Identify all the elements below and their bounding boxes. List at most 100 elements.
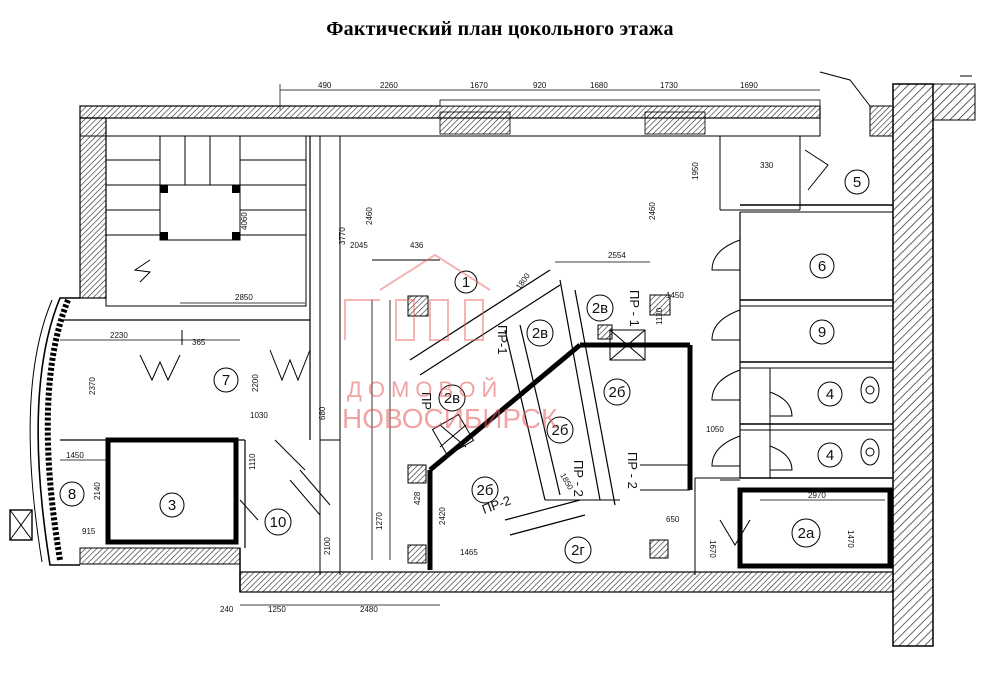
svg-text:6: 6: [818, 258, 826, 275]
dim-inner: 1270: [375, 512, 384, 530]
room-7-label: 7: [213, 367, 239, 393]
room-3-label: 3: [159, 492, 185, 518]
page-title: Фактический план цокольного этажа: [326, 18, 674, 40]
svg-text:10: 10: [270, 514, 287, 531]
svg-text:2б: 2б: [609, 384, 626, 401]
svg-text:7: 7: [222, 372, 230, 389]
room-walls-left: [9, 136, 341, 575]
dim-inner: 365: [192, 338, 206, 347]
room-8-label: 8: [59, 481, 85, 507]
room-2g-label: 2г: [564, 536, 592, 564]
dim-inner: 436: [410, 241, 424, 250]
svg-text:4: 4: [826, 447, 834, 464]
svg-text:3: 3: [168, 497, 176, 514]
dim-inner: 1470: [846, 530, 855, 548]
watermark-house-icon: [344, 253, 491, 341]
partition-label: ПР - 1: [627, 290, 642, 327]
room-walls-center: [371, 136, 801, 570]
partition-label: ПР: [419, 392, 434, 410]
dim-top-1: 490: [318, 81, 332, 90]
dimension-lines: [60, 84, 885, 606]
outer-wall-right: [892, 75, 976, 647]
dim-inner: 2230: [110, 331, 128, 340]
dim-bottom-1: 240: [220, 605, 234, 614]
dim-inner: 680: [318, 406, 327, 420]
outer-wall-left: [29, 117, 107, 566]
dim-inner: 2200: [251, 374, 260, 392]
dim-top-7: 1690: [740, 81, 758, 90]
room-4-label: 4: [817, 442, 843, 468]
room-6-label: 6: [809, 253, 835, 279]
dim-inner: 3770: [338, 227, 347, 245]
dim-inner: 1120: [655, 307, 664, 325]
outer-wall-bottom: [79, 547, 894, 593]
room-9-label: 9: [809, 319, 835, 345]
svg-text:2б: 2б: [477, 482, 494, 499]
dim-inner: 915: [82, 527, 96, 536]
dim-inner: 2460: [648, 202, 657, 220]
svg-text:9: 9: [818, 324, 826, 341]
dim-inner: 2970: [808, 491, 826, 500]
watermark: ДОМОВОЙ НОВОСИБИРСК: [342, 253, 558, 434]
dim-inner: 1450: [66, 451, 84, 460]
dim-inner: 2460: [365, 207, 374, 225]
room-2v-label: 2в: [586, 294, 614, 322]
partition-labels: ПР - 1 ПР-1 ПР ПР - 2 ПР - 2 ПР-2: [419, 290, 642, 517]
partition-label: ПР - 2: [571, 460, 586, 497]
dim-inner: 1030: [250, 411, 268, 420]
dim-inner: 1050: [706, 425, 724, 434]
svg-text:8: 8: [68, 486, 76, 503]
dim-inner: 2045: [350, 241, 368, 250]
room-5-label: 5: [844, 169, 870, 195]
dim-bottom-3: 2480: [360, 605, 378, 614]
dim-inner: 428: [413, 491, 422, 505]
svg-text:4: 4: [826, 386, 834, 403]
dim-inner: 2850: [235, 293, 253, 302]
watermark-line2: НОВОСИБИРСК: [342, 403, 558, 434]
svg-text:5: 5: [853, 174, 861, 191]
dim-inner: 1110: [248, 453, 257, 470]
dim-top-5: 1680: [590, 81, 608, 90]
room-10-label: 10: [264, 508, 292, 536]
room-2v-label: 2в: [438, 384, 466, 412]
svg-text:2в: 2в: [532, 325, 548, 342]
svg-text:1: 1: [462, 274, 470, 291]
svg-text:2в: 2в: [592, 300, 608, 317]
room-labels: 1 2а 2б 2б 2б 2в 2в 2в 2г 3 4 4 5 6 7 8 …: [59, 169, 870, 564]
dim-top-3: 1670: [470, 81, 488, 90]
svg-text:2а: 2а: [798, 525, 815, 542]
room-1-label: 1: [454, 270, 478, 294]
watermark-line1: ДОМОВОЙ: [347, 377, 503, 402]
partition-label: ПР - 2: [625, 452, 640, 489]
top-dimension-labels: 490 2260 1670 920 1680 1730 1690: [318, 81, 758, 90]
room-walls-right: [694, 71, 893, 575]
dim-top-2: 2260: [380, 81, 398, 90]
inner-dimension-labels: 2850 2230 365 2370 2200 1030 1450 2140 9…: [66, 161, 855, 558]
dim-inner: 2554: [608, 251, 626, 260]
room-2v-label: 2в: [526, 319, 554, 347]
dim-inner: 330: [760, 161, 774, 170]
outer-wall-top: [79, 99, 894, 137]
staircase: [105, 135, 307, 307]
dim-inner: 2140: [93, 482, 102, 500]
svg-text:2б: 2б: [552, 422, 569, 439]
dim-inner: 1670: [708, 540, 717, 558]
partition-label: ПР-1: [495, 325, 510, 355]
room-2b-label: 2б: [603, 378, 631, 406]
dim-bottom-2: 1250: [268, 605, 286, 614]
dim-inner: 1950: [691, 162, 700, 180]
bottom-dimension-labels: 240 1250 2480: [220, 605, 378, 614]
svg-text:2г: 2г: [571, 542, 585, 559]
dim-top-4: 920: [533, 81, 547, 90]
dim-inner: 2100: [323, 537, 332, 555]
room-2a-label: 2а: [791, 518, 821, 548]
dim-top-6: 1730: [660, 81, 678, 90]
room-4-label: 4: [817, 381, 843, 407]
room-2b-label: 2б: [546, 416, 574, 444]
svg-text:2в: 2в: [444, 390, 460, 407]
room-2b-label: 2б: [471, 476, 499, 504]
dim-inner: 2370: [88, 377, 97, 395]
dim-inner: 1450: [666, 291, 684, 300]
dim-inner: 650: [666, 515, 680, 524]
